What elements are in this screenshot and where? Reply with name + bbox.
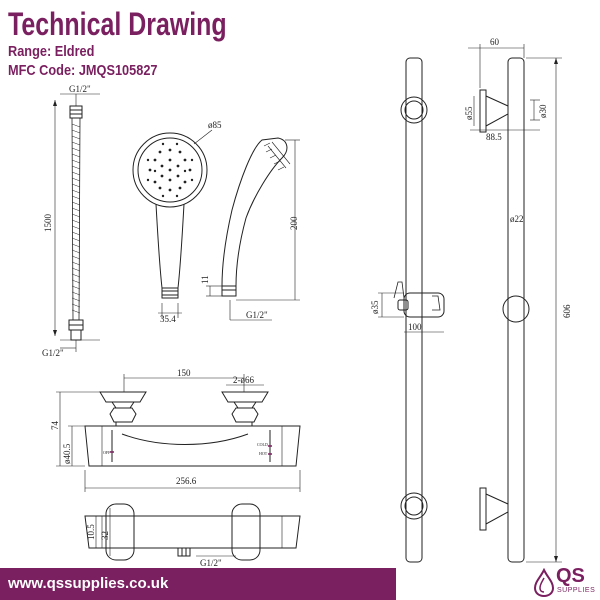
dim-hose-top: G1/2" <box>69 84 91 94</box>
dimension-labels: G1/2" 1500 G1/2" ø85 35.4 200 11 G1/2" 1… <box>42 37 572 568</box>
mfc-line: MFC Code: JMQS105827 <box>8 61 246 80</box>
brand-logo: QS SUPPLIES <box>532 565 598 598</box>
footer-bar: www.qssupplies.co.uk <box>0 568 396 600</box>
mfc-value: JMQS105827 <box>78 62 158 79</box>
rail-front <box>378 57 445 563</box>
mfc-label: MFC Code: <box>8 62 76 79</box>
valve-cold-label: COLD <box>257 442 268 447</box>
dim-valve-length: 256.6 <box>176 476 197 486</box>
valve-off-label: OFF <box>103 450 111 455</box>
dim-rail-bracket-w: 60 <box>490 37 500 47</box>
dim-hose-bottom: G1/2" <box>42 348 64 358</box>
valve-front <box>56 374 301 492</box>
dim-rail-bracket-inner: ø30 <box>538 104 548 118</box>
shower-head-side <box>206 137 300 321</box>
valve-top <box>84 503 301 561</box>
website-link[interactable]: www.qssupplies.co.uk <box>8 575 169 592</box>
dim-rail-length: 606 <box>562 304 572 318</box>
range-label: Range: <box>8 43 52 60</box>
range-line: Range: Eldred <box>8 42 246 61</box>
dim-rail-tube-dia: ø22 <box>510 214 524 224</box>
dim-valve-centres: 150 <box>177 368 191 378</box>
water-drop-icon <box>533 568 555 598</box>
dim-valve-body-dia: ø40.5 <box>62 443 72 464</box>
dim-head-conn-h: 11 <box>200 275 210 284</box>
shower-hose <box>53 93 100 352</box>
dim-valve-depth-b: 32 <box>100 531 110 540</box>
brand-sub: SUPPLIES <box>557 587 596 594</box>
dim-valve-height: 74 <box>50 421 60 431</box>
dim-rail-bracket-dia: ø55 <box>464 106 474 120</box>
dim-valve-inlets: 2-ø66 <box>233 375 254 385</box>
dim-valve-outlet: G1/2" <box>200 558 222 568</box>
brand-name: QS <box>556 565 585 587</box>
dim-rail-projection: 88.5 <box>486 132 502 142</box>
page-title: Technical Drawing <box>8 6 227 42</box>
dim-valve-depth-a: 10.5 <box>86 524 96 540</box>
dim-head-width: 35.4 <box>160 314 176 324</box>
range-value: Eldred <box>54 43 95 60</box>
dim-head-height: 200 <box>289 216 299 230</box>
header: Technical Drawing Range: Eldred MFC Code… <box>8 6 288 80</box>
valve-hot-label: HOT <box>259 451 268 456</box>
dim-hose-length: 1500 <box>43 214 53 233</box>
dim-head-thread: G1/2" <box>246 310 268 320</box>
dim-slider-proj: 100 <box>408 322 422 332</box>
shower-head-front <box>132 129 213 318</box>
dim-slider-dia: ø35 <box>370 300 380 314</box>
rail-side <box>468 44 562 563</box>
dim-head-diameter: ø85 <box>208 120 222 130</box>
